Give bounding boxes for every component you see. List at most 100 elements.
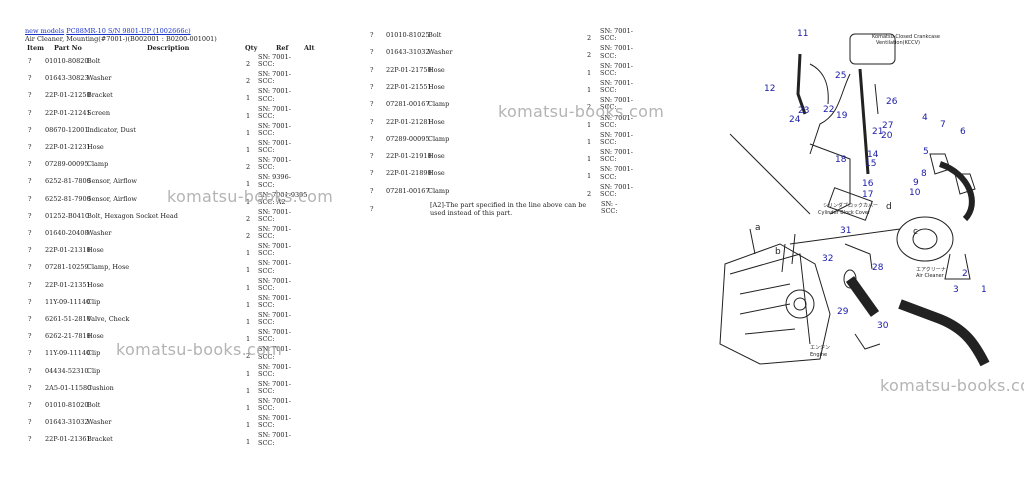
row-item-number: ? [370, 186, 374, 195]
row-item-number: ? [370, 152, 374, 161]
callout-24: 24 [789, 115, 801, 125]
row-part-number: 22P-01-21890 [386, 169, 432, 178]
callout-15: 15 [865, 159, 876, 169]
row-description: Clamp [87, 160, 109, 169]
exploded-parts-diagram: 11 12 22 23 24 19 25 26 21 27 20 4 5 6 7… [719, 29, 990, 367]
col-header-part-no: Part No [54, 44, 82, 52]
row-serial-line: SN: 7001- [258, 276, 291, 285]
row-serial-line: SN: 7001- [258, 87, 291, 96]
callout-6: 6 [960, 127, 966, 137]
row-part-number: 07281-00167 [386, 100, 430, 109]
row-quantity: 1 [246, 197, 251, 206]
row-quantity: 1 [246, 404, 251, 412]
row-description: Cushion [87, 383, 114, 392]
diagram-linework [719, 33, 990, 367]
callout-22: 22 [823, 105, 834, 115]
row-quantity: 1 [246, 386, 251, 395]
callout-4: 4 [922, 113, 928, 123]
row-quantity: 1 [587, 120, 592, 129]
row-item-number: ? [370, 82, 374, 91]
row-description: Hose [428, 82, 445, 91]
callout-9: 9 [913, 178, 919, 188]
row-serial-line: SN: 7001- [600, 148, 633, 157]
callout-21: 21 [872, 127, 883, 137]
row-item-number: ? [28, 91, 32, 100]
row-serial-line: SCC: [258, 369, 275, 378]
row-quantity: 1 [246, 300, 251, 309]
row-part-number: 22P-01-21910 [386, 152, 432, 161]
callout-31: 31 [840, 226, 851, 236]
row-serial-range: SN: 7001-SCC: [258, 156, 291, 171]
row-serial-line: SCC: [600, 172, 617, 181]
row-serial-line: SCC: [258, 387, 275, 395]
callout-25: 25 [835, 71, 846, 81]
row-serial-line: SN: 7001- [258, 293, 291, 302]
row-serial-line: SN: 7001- [600, 113, 633, 122]
row-serial-range: SN: 7001-SCC: [258, 432, 291, 447]
row-quantity: 1 [246, 180, 251, 189]
row-serial-range: SN: 7001-SCC: [600, 27, 633, 42]
row-description: Clip [87, 366, 101, 375]
row-description: Clip [87, 297, 101, 306]
row-serial-range: SN: 7001-SCC: [258, 260, 291, 275]
row-serial-line: SCC: [258, 421, 275, 430]
row-serial-range: SN: 7001-SCC: [600, 182, 633, 198]
row-serial-line: SCC: [258, 438, 275, 447]
row-quantity: 1 [246, 146, 251, 154]
row-description: Clip [87, 349, 101, 358]
row-quantity: 1 [246, 421, 251, 430]
row-serial-range: SN: 7001-SCC: [600, 96, 633, 112]
row-part-number: 11Y-09-11140 [45, 297, 91, 306]
row-item-number: ? [28, 74, 32, 83]
row-serial-line: SN: 7001- [258, 139, 291, 147]
breadcrumb-link-model[interactable]: PC88MR-10 S/N 9801-UP (1002666c) [66, 27, 191, 35]
row-part-number: 22P-01-21310 [45, 246, 91, 255]
watermark: komatsu-books.com [167, 187, 334, 206]
row-serial-line: SN: 7001- [258, 225, 291, 233]
row-serial-line: SCC: [600, 138, 617, 146]
row-serial-line: SCC: [600, 189, 617, 198]
row-quantity: 1 [246, 318, 251, 326]
row-serial-line: SN: 7001- [600, 130, 633, 139]
row-quantity: 1 [246, 94, 251, 103]
row-serial-range: SN: 7001-SCC: [600, 130, 633, 146]
callout-20: 20 [881, 131, 893, 141]
row-description: Hose [428, 152, 445, 161]
row-part-number: 07289-00095 [386, 134, 430, 143]
page-subtitle: Air Cleaner, Mounting(#7001-)(B002001 : … [25, 35, 217, 43]
breadcrumb-link-new-models[interactable]: new models [25, 27, 65, 35]
callout-27: 27 [882, 121, 893, 131]
row-serial-line: SN: 7001- [258, 121, 291, 130]
row-serial-line: SN: 7001- [258, 156, 291, 165]
row-serial-line: SCC: [600, 103, 617, 112]
row-serial-line: SN: 7001- [258, 379, 291, 388]
diagram-labels: Komatsu Closed Crankcase Ventilation(KCC… [810, 34, 946, 358]
row-serial-line: SN: 7001- [258, 311, 291, 319]
diagram-callouts: 11 12 22 23 24 19 25 26 21 27 20 4 5 6 7… [764, 29, 987, 331]
row-quantity: 2 [246, 352, 251, 361]
row-item-number: ? [28, 297, 32, 306]
row-quantity: 1 [246, 335, 251, 344]
row-serial-range: SN: 7001-SCC: [258, 311, 291, 326]
callout-10: 10 [909, 188, 921, 198]
row-quantity: 2 [587, 103, 592, 112]
row-serial-line: SCC: [258, 266, 275, 275]
row-serial-line: SCC: A2 [258, 197, 286, 206]
callout-14: 14 [867, 150, 879, 160]
row-serial-line: SN: 7001- [600, 182, 633, 191]
col-header-description: Description [147, 44, 190, 52]
row-quantity: 1 [246, 438, 251, 447]
row-serial-line: SCC: [258, 77, 275, 86]
row-description: Hose [87, 246, 104, 255]
note-sn: SN: - SCC: [601, 200, 618, 216]
callout-17: 17 [862, 190, 873, 200]
row-description: Bracket [87, 91, 113, 100]
row-description: Hose [87, 143, 104, 151]
row-item-number: ? [370, 169, 374, 178]
row-serial-line: SN: 7001- [258, 362, 291, 371]
label-cleaner-jp: エアクリーナ [916, 267, 946, 273]
row-serial-line: SCC: [258, 60, 275, 69]
row-item-number: ? [28, 383, 32, 392]
watermark: komatsu-books.com [116, 340, 283, 359]
row-serial-line: SCC: [258, 129, 275, 137]
